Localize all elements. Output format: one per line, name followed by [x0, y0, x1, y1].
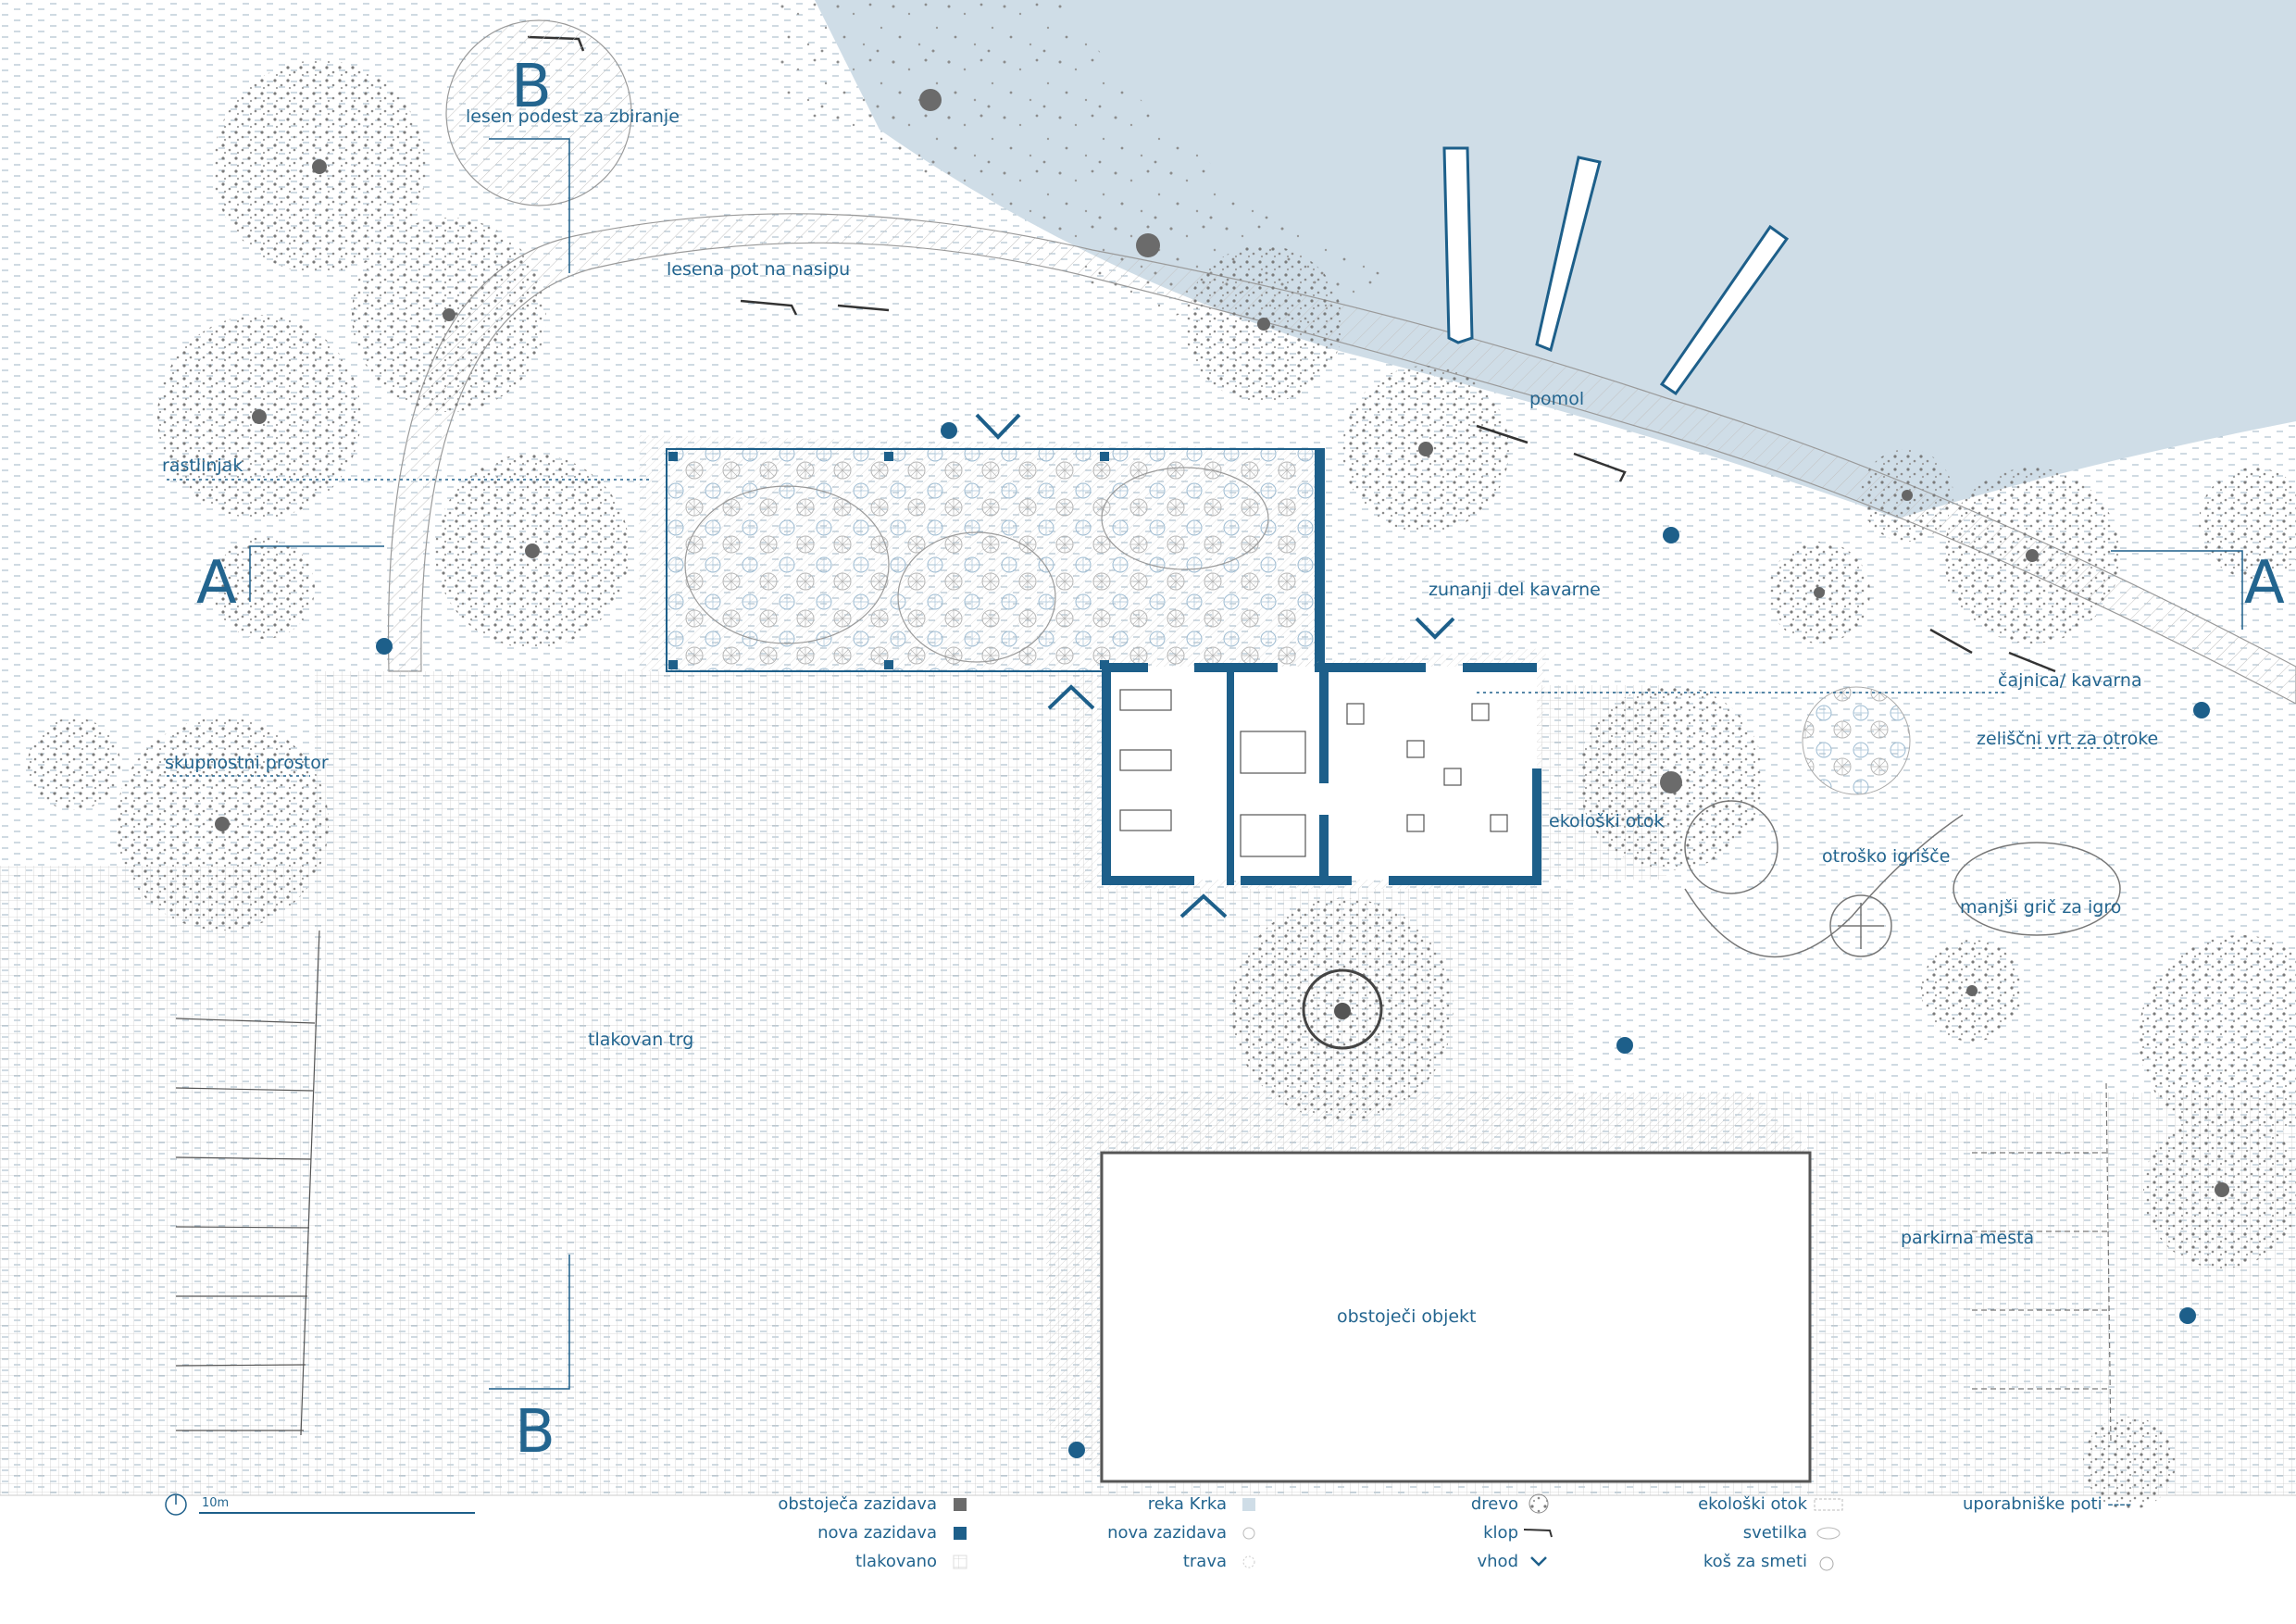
greenhouse-wall	[1315, 449, 1324, 671]
label-skupnostni: skupnostni prostor	[165, 753, 329, 773]
label-zunanji: zunanji del kavarne	[1429, 580, 1601, 600]
legend-nova-zazidava: nova zazidava	[817, 1523, 937, 1543]
wooden-platform	[445, 19, 632, 206]
legend-obstojeca: obstoječa zazidava	[778, 1494, 937, 1514]
entrance-chevrons	[975, 413, 1455, 918]
label-objekt: obstoječi objekt	[1337, 1306, 1477, 1327]
lamp-icon	[1816, 1527, 1841, 1540]
water-swatch-icon	[1242, 1498, 1255, 1511]
planter-bed	[1101, 467, 1269, 570]
tree-icon	[1529, 1493, 1549, 1514]
scale-bar	[165, 1493, 475, 1516]
label-podest: lesen podest za zbiranje	[466, 106, 680, 127]
section-lines	[167, 138, 2243, 1390]
legend-drevo: drevo	[1470, 1494, 1518, 1514]
bench-icon	[1523, 1529, 1553, 1538]
section-a-right: A	[2244, 549, 2285, 618]
legend-klop: klop	[1483, 1523, 1518, 1543]
parking-left	[175, 930, 320, 1436]
planter-bed	[684, 485, 890, 644]
section-a-left: A	[196, 549, 237, 618]
parking-right	[1972, 1082, 2112, 1445]
new-building-walls	[1102, 663, 1541, 885]
label-gric: manjši grič za igro	[1960, 897, 2122, 918]
existing-building	[1100, 1151, 1812, 1483]
label-trg: tlakovan trg	[588, 1030, 694, 1050]
legend-vhod: vhod	[1477, 1552, 1519, 1571]
eco-island-icon	[1814, 1498, 1843, 1511]
paving-grid-icon	[953, 1555, 967, 1569]
legend-trava: trava	[1182, 1552, 1227, 1571]
north-arrow-icon	[165, 1493, 187, 1516]
legend-svetilka: svetilka	[1742, 1523, 1807, 1543]
legend-poti: uporabniške poti ----	[1963, 1494, 2132, 1514]
label-igrisce: otroško igrišče	[1822, 846, 1951, 867]
scale-label: 10m	[202, 1496, 230, 1510]
grass-dots-icon	[1242, 1555, 1255, 1568]
greenhouse	[666, 448, 1325, 672]
label-zeliscni: zeliščni vrt za otroke	[1977, 729, 2159, 749]
trash-bin-icon	[1819, 1556, 1834, 1571]
legend-reka: reka Krka	[1147, 1494, 1227, 1514]
label-rastlinjak: rastlinjak	[162, 456, 243, 476]
herb-garden	[1802, 686, 1911, 795]
pier-boats	[1442, 146, 1790, 396]
legend-ekoloski-otok: ekološki otok	[1698, 1494, 1807, 1514]
label-parkirna: parkirna mesta	[1901, 1228, 2035, 1248]
section-b-bottom: B	[515, 1398, 555, 1467]
square-blue-icon	[954, 1527, 967, 1540]
playground	[1684, 800, 2121, 958]
legend-swatches	[953, 1493, 1843, 1571]
legend-tlakovano: tlakovano	[855, 1552, 937, 1571]
plant-dots-icon	[1242, 1527, 1255, 1540]
section-b-top: B	[511, 53, 552, 121]
label-pot: lesena pot na nasipu	[667, 259, 851, 280]
square-dark-gray-icon	[954, 1498, 967, 1511]
legend-nova-zazidava-2: nova zazidava	[1107, 1523, 1227, 1543]
entrance-chevron-icon	[1530, 1556, 1547, 1567]
label-ekoloski: ekološki otok	[1549, 811, 1665, 831]
label-cajnica: čajnica/ kavarna	[1998, 670, 2142, 691]
lamps	[376, 422, 2210, 1458]
planter-bed	[897, 531, 1056, 663]
legend-kos: koš za smeti	[1703, 1552, 1807, 1571]
interior-furniture	[1119, 689, 1508, 857]
label-pomol: pomol	[1529, 389, 1585, 409]
trees	[28, 37, 2296, 1509]
